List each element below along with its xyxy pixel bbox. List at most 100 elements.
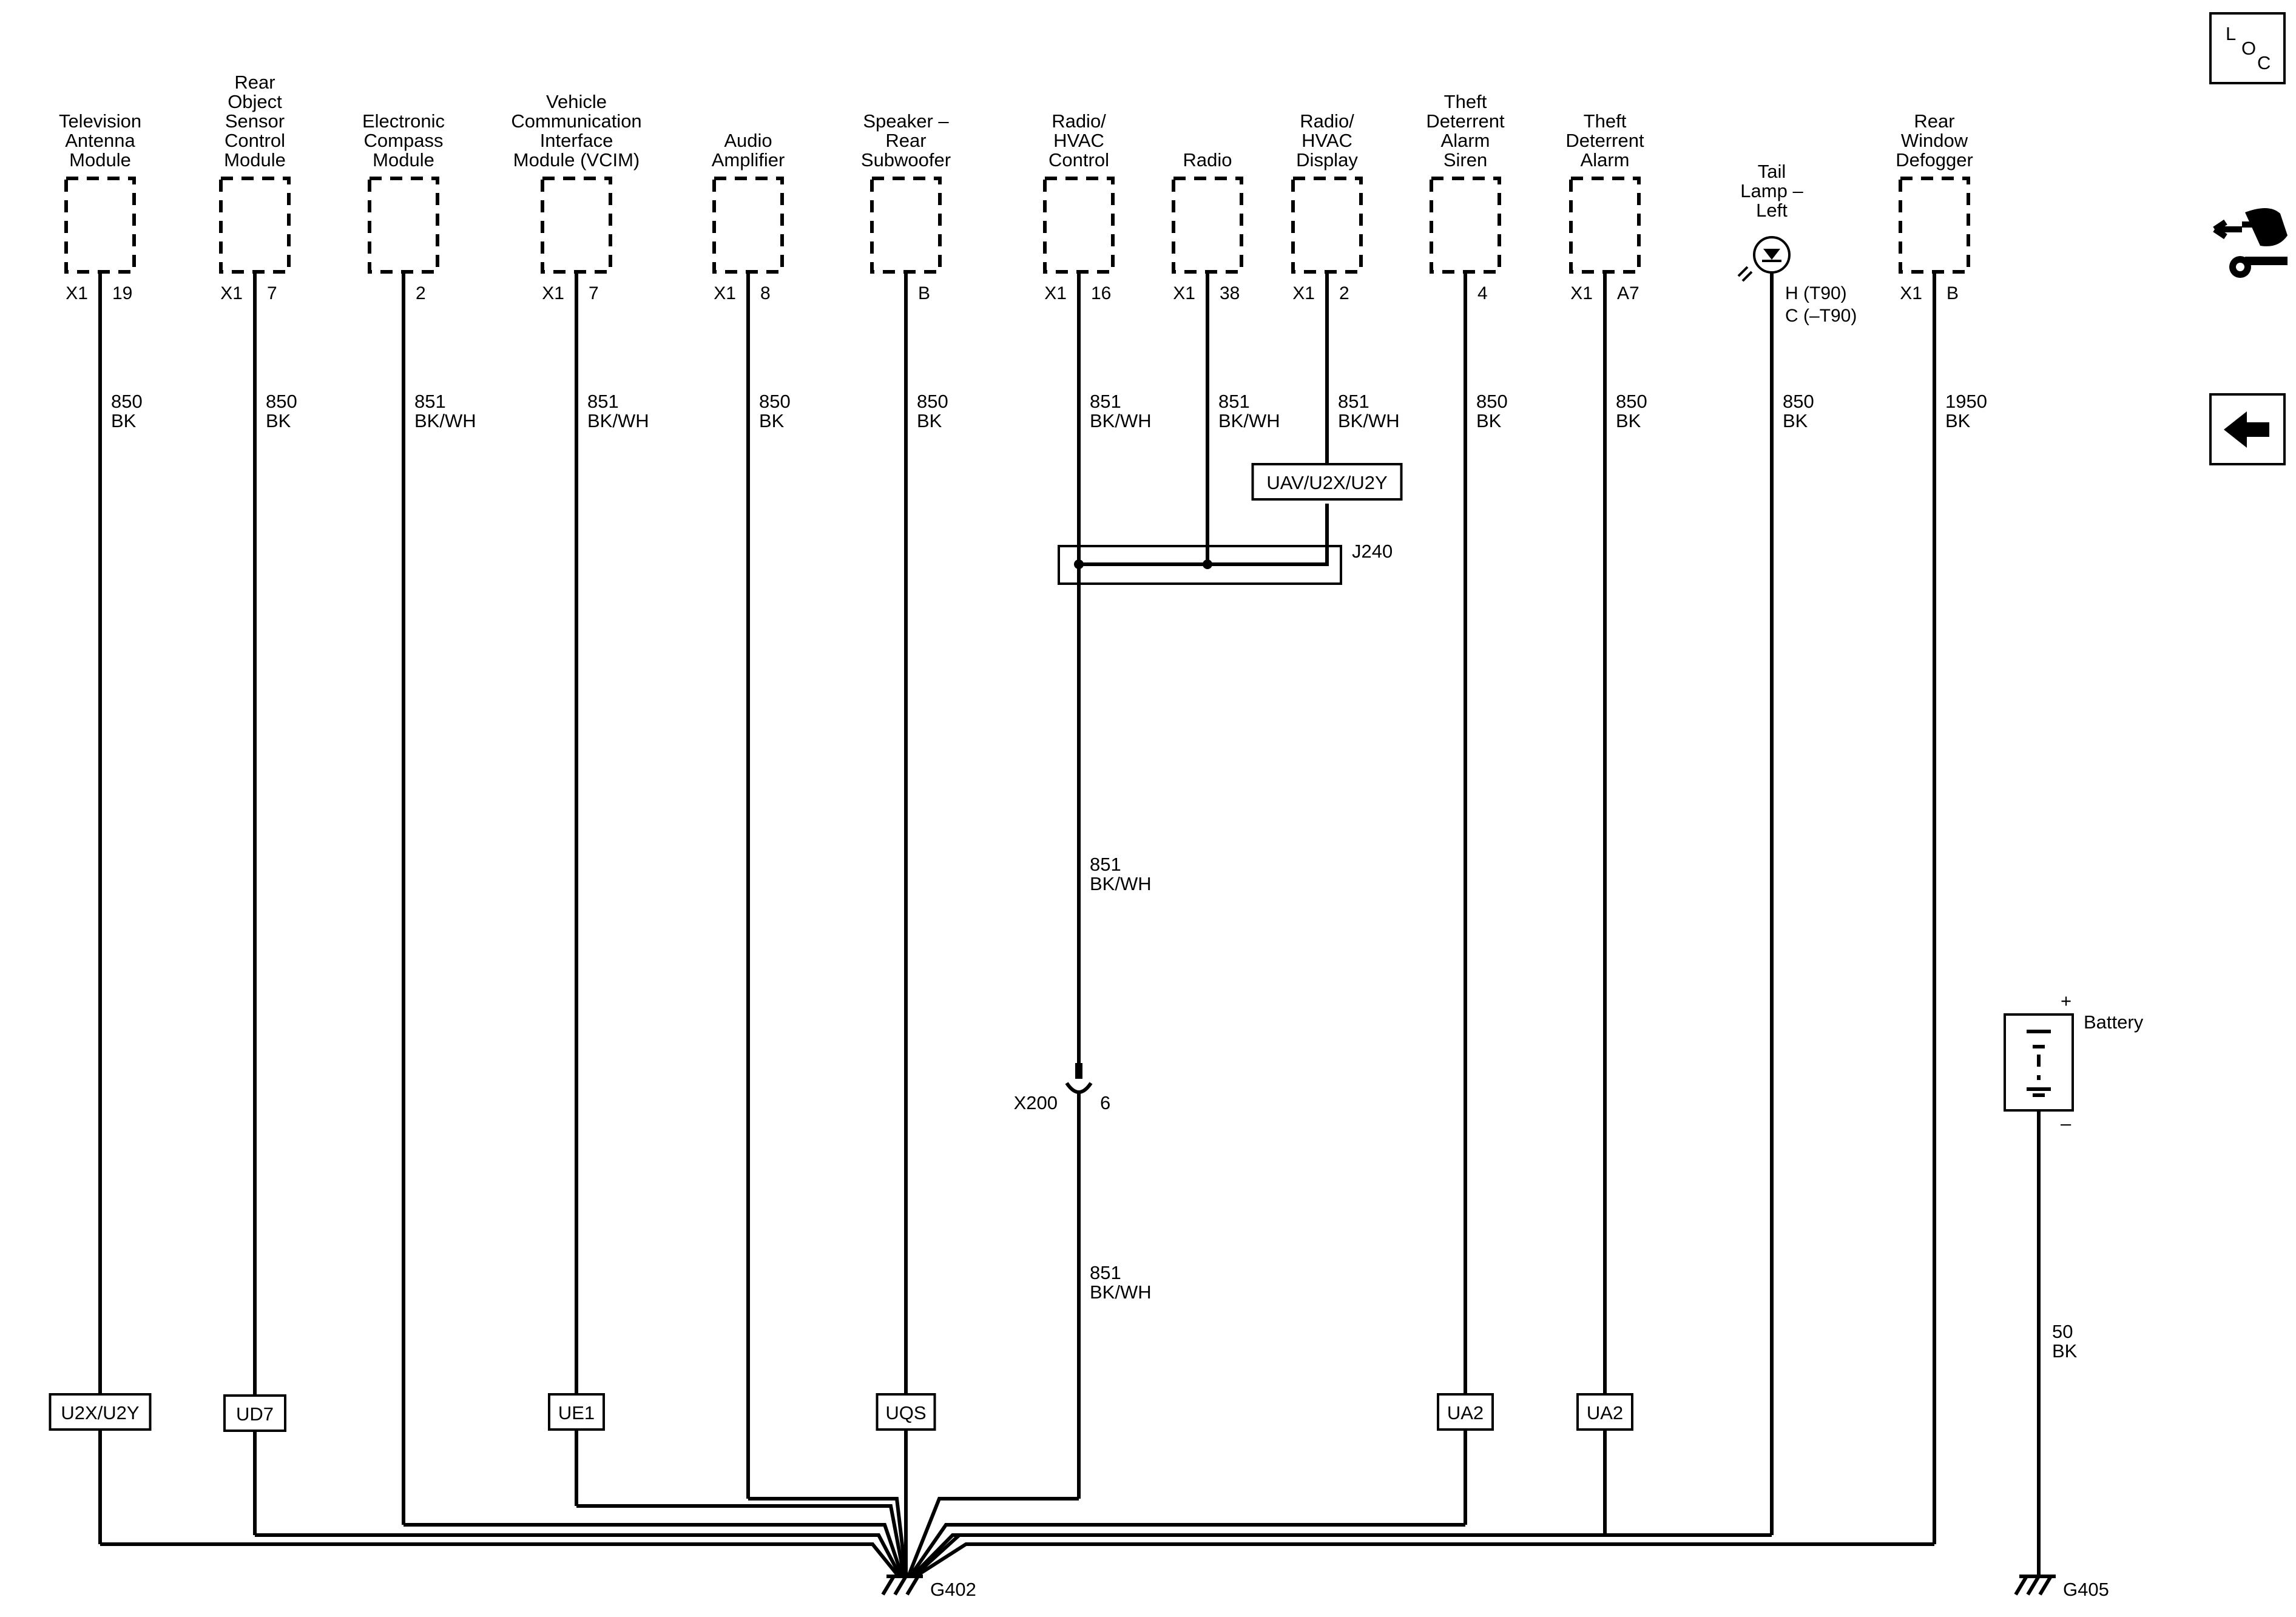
ground-bus-right <box>914 1542 1934 1578</box>
ground-bus-left <box>576 1504 906 1577</box>
component-label-vehicle-communication-interface-module-vcim: Vehicle <box>546 91 607 112</box>
battery-label: Battery <box>2084 1011 2144 1033</box>
location-letter-l: L <box>2226 23 2236 44</box>
component-label-television-antenna-module: Antenna <box>65 130 135 151</box>
circuit-number-radio-hvac-display: 851 <box>1338 391 1369 412</box>
wire-color-rear-object-sensor-control-module: BK <box>266 410 291 431</box>
ground-symbol <box>2014 1575 2028 1596</box>
option-code: UD7 <box>236 1403 274 1425</box>
ground-symbol <box>2038 1575 2053 1596</box>
wire-color-radio-hvac-display: BK/WH <box>1338 410 1400 431</box>
option-box <box>1576 1393 1633 1431</box>
connector-tool-icon[interactable] <box>2213 208 2288 278</box>
component-label-vehicle-communication-interface-module-vcim: Module (VCIM) <box>513 149 640 170</box>
component-label-rear-window-defogger: Window <box>1901 130 1968 151</box>
wire-color-vehicle-communication-interface-module-vcim: BK/WH <box>587 410 649 431</box>
wire-color-television-antenna-module: BK <box>111 410 137 431</box>
pin-label-tail-lamp-left: C (–T90) <box>1785 306 1857 326</box>
inline-connector-male <box>1075 1063 1082 1079</box>
ground-bus-right <box>910 1533 1605 1578</box>
wire-color-theft-deterrent-alarm: BK <box>1616 410 1641 431</box>
component-label-speaker-rear-subwoofer: Rear <box>885 130 926 151</box>
connector-label-theft-deterrent-alarm: X1 <box>1570 283 1593 303</box>
inline-connector-name: X200 <box>1014 1092 1058 1113</box>
circuit-number-vehicle-communication-interface-module-vcim: 851 <box>587 391 619 412</box>
component-label-radio-hvac-control: Control <box>1048 149 1109 170</box>
component-box-vehicle-communication-interface-module-vcim <box>541 177 612 274</box>
circuit-number-tail-lamp-left: 850 <box>1783 391 1814 412</box>
component-label-electronic-compass-module: Compass <box>364 130 444 151</box>
battery-plus: + <box>2061 990 2071 1011</box>
component-label-theft-deterrent-alarm: Theft <box>1584 110 1627 132</box>
option-box <box>548 1393 605 1431</box>
pin-label-radio: 38 <box>1220 283 1240 303</box>
ground-symbol <box>881 1575 896 1596</box>
wire-color-theft-deterrent-alarm-siren: BK <box>1476 410 1502 431</box>
circuit-number-speaker-rear-subwoofer: 850 <box>917 391 948 412</box>
pin-label-radio-hvac-control: 16 <box>1091 283 1111 303</box>
wire-color-speaker-rear-subwoofer: BK <box>917 410 942 431</box>
connector-label-radio-hvac-control: X1 <box>1044 283 1067 303</box>
connector-label-radio: X1 <box>1173 283 1195 303</box>
component-label-vehicle-communication-interface-module-vcim: Interface <box>540 130 613 151</box>
option-box <box>223 1394 286 1432</box>
connector-label-vehicle-communication-interface-module-vcim: X1 <box>542 283 564 303</box>
pin-label-electronic-compass-module: 2 <box>416 283 426 303</box>
wires-layer <box>49 177 2074 1596</box>
circuit-number-electronic-compass-module: 851 <box>414 391 446 412</box>
component-label-theft-deterrent-alarm: Alarm <box>1581 149 1630 170</box>
component-label-rear-window-defogger: Rear <box>1914 110 1954 132</box>
component-box-rear-object-sensor-control-module <box>219 177 291 274</box>
pin-label-television-antenna-module: 19 <box>112 283 132 303</box>
component-label-tail-lamp-left: Left <box>1756 200 1788 221</box>
back-arrow-button[interactable] <box>2209 393 2286 465</box>
splice-bus <box>1079 547 1329 566</box>
wire-color-radio: BK/WH <box>1218 410 1280 431</box>
component-box-radio-hvac-display <box>1291 177 1363 274</box>
circuit-number-rear-object-sensor-control-module: 850 <box>266 391 297 412</box>
ground-bus-right <box>908 1523 1465 1578</box>
pin-label-tail-lamp-left: H (T90) <box>1785 283 1847 303</box>
trunk-circuit-number: 851 <box>1090 854 1121 875</box>
ground-bus-left <box>100 1542 900 1578</box>
option-code: UA2 <box>1587 1402 1623 1423</box>
component-label-theft-deterrent-alarm-siren: Theft <box>1444 91 1487 112</box>
component-label-electronic-compass-module: Electronic <box>362 110 445 132</box>
component-label-tail-lamp-left: Lamp – <box>1740 180 1803 201</box>
component-label-radio-hvac-control: HVAC <box>1053 130 1104 151</box>
pin-label-theft-deterrent-alarm-siren: 4 <box>1477 283 1488 303</box>
splice-pack-j240 <box>1058 545 1342 585</box>
ground-bus-right <box>907 1497 1079 1578</box>
trunk-wire-color: BK/WH <box>1090 1281 1152 1303</box>
component-label-rear-object-sensor-control-module: Rear <box>234 72 275 93</box>
ground-bus-left <box>255 1533 902 1578</box>
connector-label-rear-window-defogger: X1 <box>1900 283 1922 303</box>
ground-symbol <box>905 1575 920 1596</box>
component-label-electronic-compass-module: Module <box>373 149 434 170</box>
component-label-radio-hvac-control: Radio/ <box>1052 110 1106 132</box>
pin-label-speaker-rear-subwoofer: B <box>918 283 930 303</box>
location-button[interactable]: L O C <box>2209 12 2286 84</box>
component-label-theft-deterrent-alarm-siren: Siren <box>1443 149 1487 170</box>
option-code: UQS <box>885 1402 926 1423</box>
wire-color-radio-hvac-control: BK/WH <box>1090 410 1152 431</box>
wire-color-audio-amplifier: BK <box>759 410 785 431</box>
pin-label-vehicle-communication-interface-module-vcim: 7 <box>589 283 599 303</box>
circuit-number-radio-hvac-control: 851 <box>1090 391 1121 412</box>
location-letter-c: C <box>2257 52 2271 73</box>
ground-bus-left <box>403 1523 904 1577</box>
component-label-television-antenna-module: Television <box>59 110 141 132</box>
component-label-rear-window-defogger: Defogger <box>1896 149 1973 170</box>
option-box <box>1437 1393 1494 1431</box>
component-box-electronic-compass-module <box>368 177 439 274</box>
battery-wire-color: BK <box>2052 1340 2078 1362</box>
connector-label-radio-hvac-display: X1 <box>1292 283 1315 303</box>
circuit-number-radio: 851 <box>1218 391 1250 412</box>
ground-label-g402: G402 <box>930 1579 976 1600</box>
trunk-circuit-number: 851 <box>1090 1262 1121 1283</box>
ground-bus-left <box>748 1497 908 1577</box>
pin-label-rear-window-defogger: B <box>1947 283 1959 303</box>
component-label-rear-object-sensor-control-module: Control <box>225 130 285 151</box>
circuit-number-theft-deterrent-alarm-siren: 850 <box>1476 391 1508 412</box>
